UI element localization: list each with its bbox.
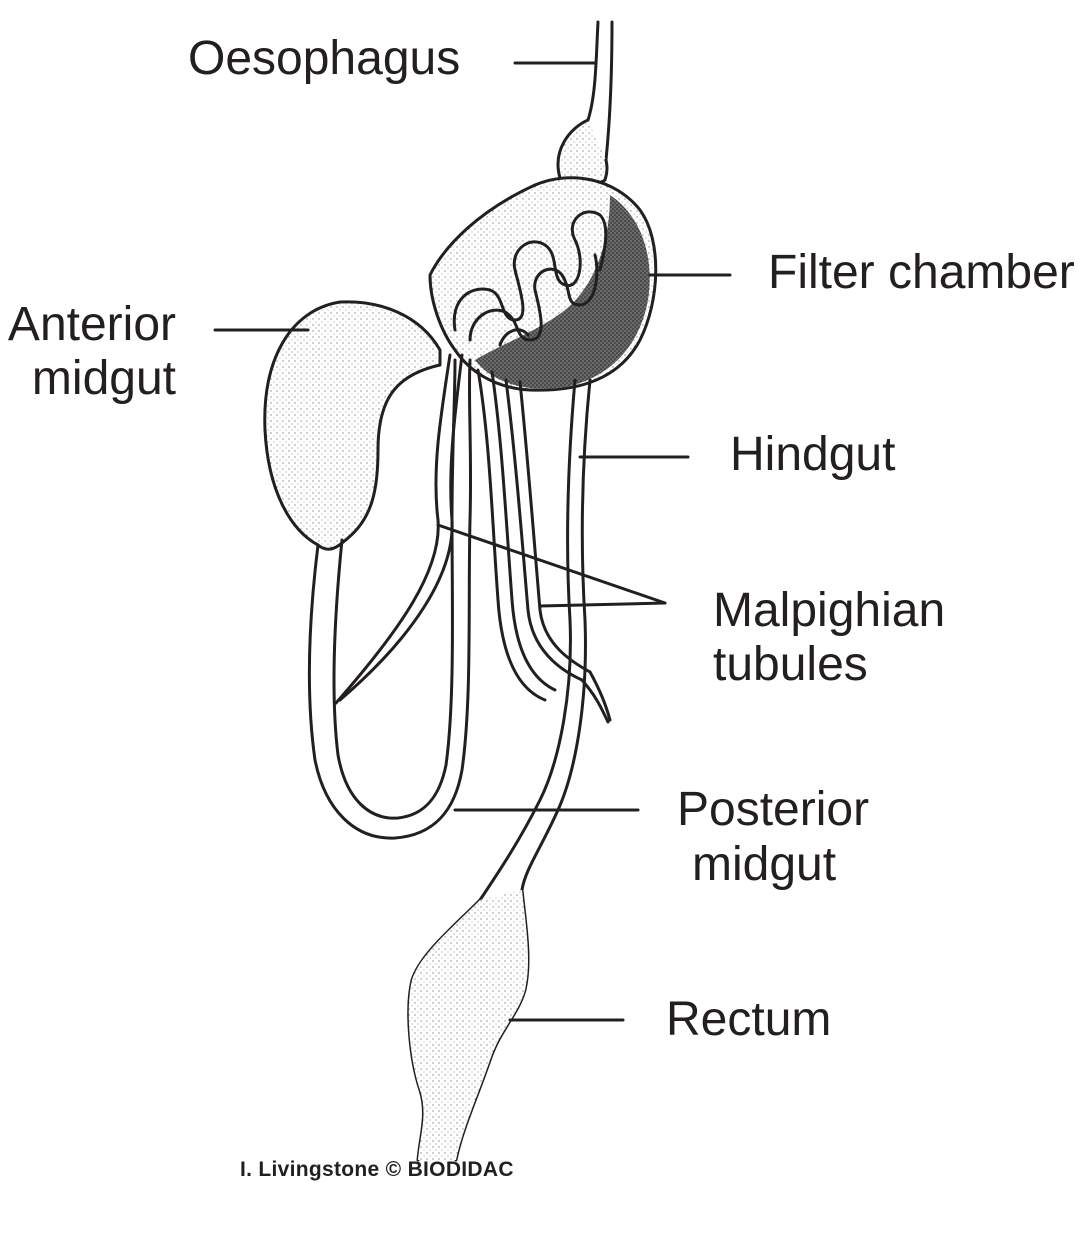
posterior-midgut xyxy=(307,358,473,840)
label-anterior-midgut-line1: Anterior xyxy=(7,298,176,351)
label-posterior-midgut-line2: midgut xyxy=(692,838,837,891)
label-posterior-midgut-line1: Posterior xyxy=(677,783,870,836)
hindgut xyxy=(478,378,577,902)
label-anterior-midgut-line2: midgut xyxy=(31,352,176,405)
leader-malpighian-2 xyxy=(538,601,667,608)
malpighian-tubule-2 xyxy=(476,368,547,702)
anterior-midgut xyxy=(263,300,442,551)
coiled-tubules xyxy=(452,210,608,332)
oesophagus-tube xyxy=(586,20,614,162)
label-malpighian-line2: tubules xyxy=(713,638,868,691)
malpighian-tubule-1 xyxy=(334,353,452,705)
label-rectum: Rectum xyxy=(666,993,832,1046)
malpighian-tubule-3 xyxy=(504,378,584,682)
label-oesophagus: Oesophagus xyxy=(188,32,461,85)
leader-malpighian-1 xyxy=(436,523,667,605)
credit-line: I. Livingstone © BIODIDAC xyxy=(240,1158,514,1181)
label-malpighian-line1: Malpighian xyxy=(713,584,946,637)
label-hindgut: Hindgut xyxy=(730,428,896,481)
label-filter-chamber: Filter chamber xyxy=(768,246,1075,299)
